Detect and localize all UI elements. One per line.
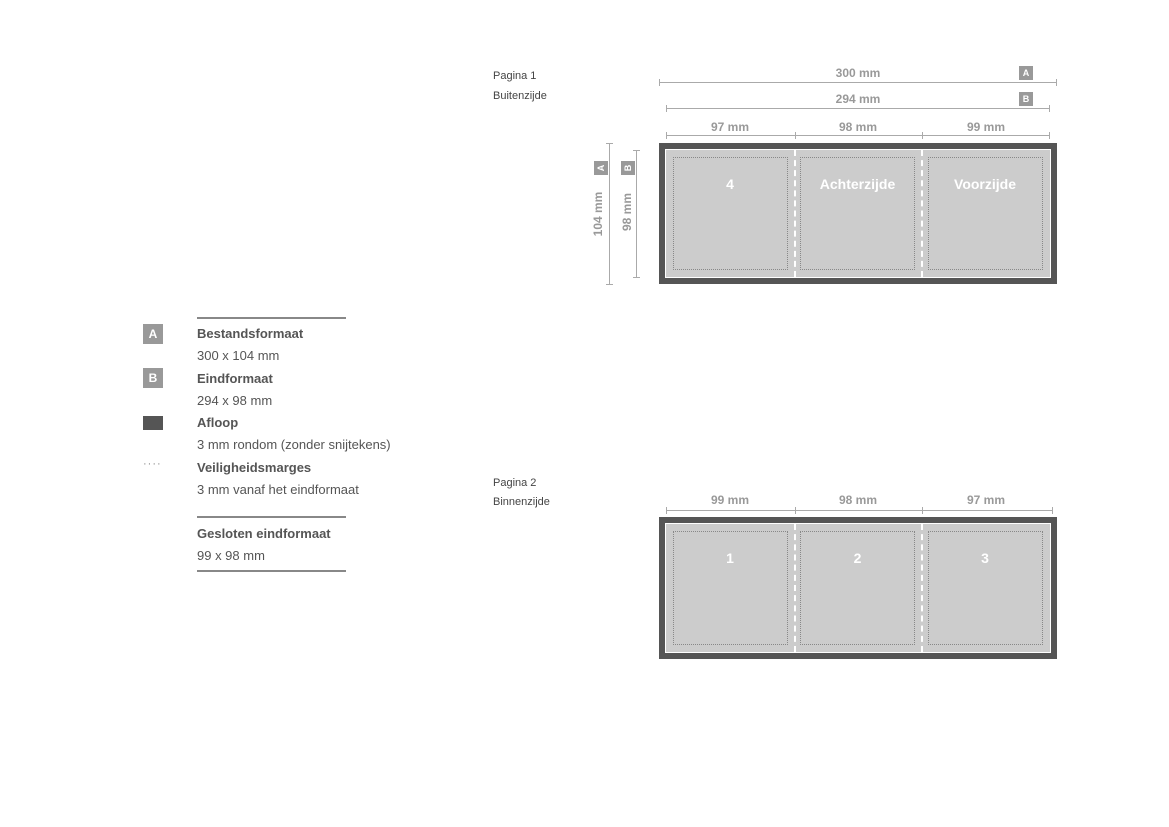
dimension-tick (666, 507, 667, 514)
dimension-tick (795, 132, 796, 139)
legend-divider (197, 516, 346, 518)
dimension-tick (1049, 132, 1050, 139)
badge-a-vertical: A (594, 161, 608, 175)
legend-value: 300 x 104 mm (197, 348, 280, 363)
dimension-tick (795, 507, 796, 514)
safety-margin (928, 157, 1043, 270)
legend-title: Veiligheidsmarges (197, 460, 312, 475)
dimension-tick (659, 79, 660, 86)
panel-label: Voorzijde (954, 176, 1016, 192)
dim-label: 300 mm (835, 66, 881, 80)
trim-area: 4 Achterzijde Voorzijde (665, 149, 1051, 278)
page1-title: Pagina 1 (493, 70, 537, 82)
badge-b: B (1019, 92, 1033, 106)
safety-margin (673, 157, 788, 270)
panel-label: 2 (853, 550, 862, 566)
dim-label: 99 mm (966, 120, 1006, 134)
legend-badge-b: B (143, 368, 163, 388)
safety-dots-icon: ···· (143, 458, 162, 470)
page2-title: Pagina 2 (493, 477, 537, 489)
trim-area: 1 2 3 (665, 523, 1051, 653)
page1-subtitle: Buitenzijde (493, 90, 547, 102)
safety-margin (800, 157, 915, 270)
dimension-tick (922, 507, 923, 514)
legend-divider (197, 570, 346, 572)
legend-title: Bestandsformaat (197, 326, 304, 341)
page1-sheet: 4 Achterzijde Voorzijde (659, 143, 1057, 284)
legend-value: 3 mm rondom (zonder snijtekens) (197, 437, 391, 452)
dimension-line (666, 108, 1049, 109)
safety-margin (673, 531, 788, 645)
legend-title: Gesloten eindformaat (197, 526, 331, 541)
panel-label: 4 (726, 176, 734, 192)
badge-a: A (1019, 66, 1033, 80)
height-b-label: 98 mm (620, 192, 634, 232)
legend-divider (197, 317, 346, 319)
dimension-tick (633, 277, 640, 278)
legend-title: Eindformaat (197, 371, 273, 386)
dimension-tick (1049, 105, 1050, 112)
safety-margin (928, 531, 1043, 645)
height-a-label: 104 mm (591, 191, 605, 237)
safety-margin (800, 531, 915, 645)
page2-subtitle: Binnenzijde (493, 496, 550, 508)
dimension-tick (922, 132, 923, 139)
dimension-line (659, 82, 1057, 83)
dim-label: 99 mm (710, 493, 750, 507)
page2-sheet: 1 2 3 (659, 517, 1057, 659)
fold-line (794, 150, 796, 277)
legend-title: Afloop (197, 415, 239, 430)
dimension-line (636, 150, 637, 277)
fold-line (921, 150, 923, 277)
legend-badge-a: A (143, 324, 163, 344)
legend-value: 3 mm vanaf het eindformaat (197, 482, 359, 497)
dim-label: 97 mm (966, 493, 1006, 507)
panel-label: 1 (726, 550, 734, 566)
legend-value: 99 x 98 mm (197, 548, 265, 563)
fold-line (921, 524, 923, 652)
dim-label: 98 mm (838, 493, 878, 507)
fold-line (794, 524, 796, 652)
dimension-tick (1056, 79, 1057, 86)
dimension-line (666, 135, 1049, 136)
dim-label: 98 mm (838, 120, 878, 134)
legend-value: 294 x 98 mm (197, 393, 273, 408)
dimension-tick (666, 132, 667, 139)
bleed-swatch (143, 416, 163, 430)
dimension-line (609, 143, 610, 284)
dimension-line (666, 510, 1053, 511)
panel-label: 3 (981, 550, 989, 566)
dim-label: 294 mm (835, 92, 881, 106)
dimension-tick (633, 150, 640, 151)
dimension-tick (606, 143, 613, 144)
dimension-tick (666, 105, 667, 112)
dimension-tick (606, 284, 613, 285)
panel-label: Achterzijde (819, 176, 896, 192)
dim-label: 97 mm (710, 120, 750, 134)
dimension-tick (1052, 507, 1053, 514)
